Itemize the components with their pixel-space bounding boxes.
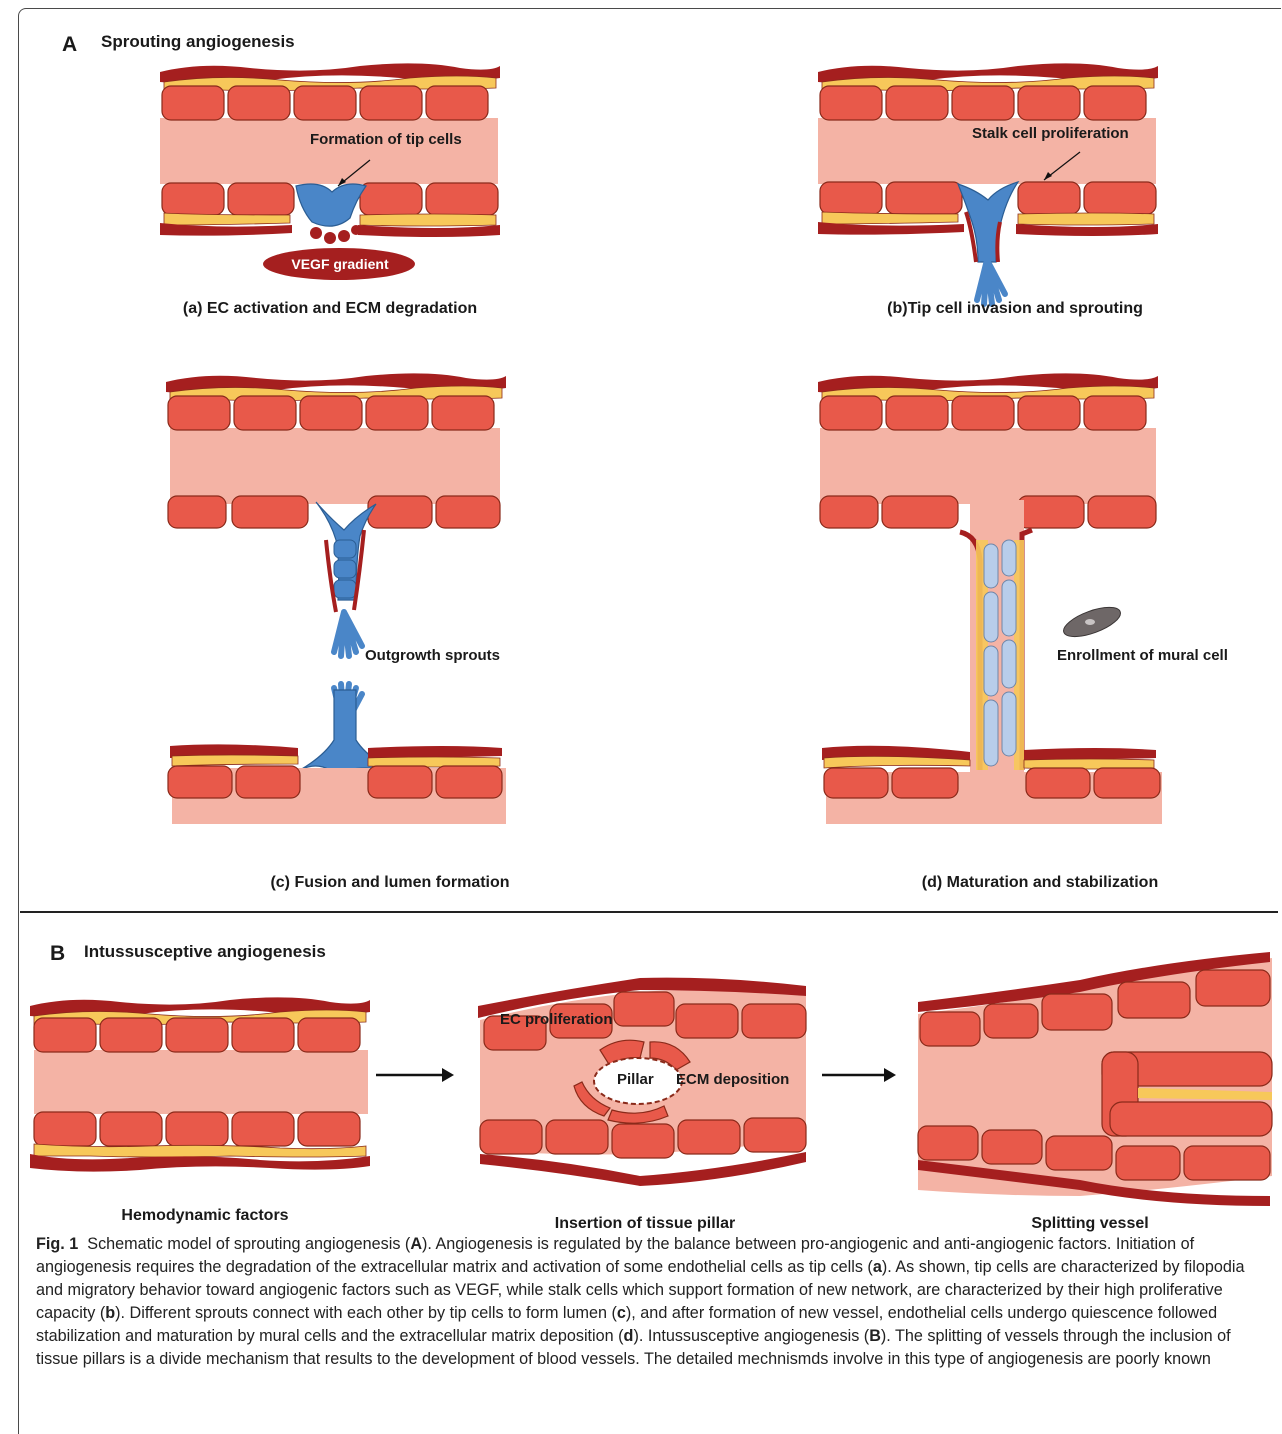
label-formation-tip-cells: Formation of tip cells [310,131,462,148]
vessel-a [160,63,500,280]
caption-step-d: (d) Maturation and stabilization [870,874,1210,892]
caption-ref-A: A [410,1235,422,1253]
panel-b-letter: B [50,942,65,966]
caption-step-b: (b)Tip cell invasion and sprouting [850,300,1180,318]
caption-ref-a: a [873,1258,882,1276]
vessel-b3 [918,952,1272,1206]
arrow-right-icon [822,1068,896,1082]
vessel-b [818,63,1158,304]
caption-ref-b: b [105,1304,115,1322]
label-ecm-deposition: ECM deposition [676,1071,789,1088]
panel-a-title: Sprouting angiogenesis [101,32,295,52]
vessel-b1 [30,997,370,1171]
caption-splitting-vessel: Splitting vessel [980,1215,1200,1233]
label-ec-proliferation: EC proliferation [500,1011,613,1028]
caption-hemodynamic: Hemodynamic factors [80,1207,330,1225]
caption-tissue-pillar: Insertion of tissue pillar [515,1215,775,1233]
caption-text-6: ). Intussusceptive angiogenesis ( [633,1327,869,1345]
caption-ref-c: c [617,1304,626,1322]
caption-text-4: ). Different sprouts connect with each o… [115,1304,617,1322]
label-outgrowth-sprouts: Outgrowth sprouts [365,647,500,664]
vessel-c [166,373,506,824]
label-vegf-gradient: VEGF gradient [290,256,390,272]
caption-text-1: Schematic model of sprouting angiogenesi… [87,1235,410,1253]
caption-ref-B: B [869,1327,881,1345]
arrow-right-icon [376,1068,454,1082]
figure-caption: Fig. 1 Schematic model of sprouting angi… [36,1233,1272,1371]
caption-ref-d: d [624,1327,634,1345]
label-enrollment-mural-cell: Enrollment of mural cell [1057,647,1228,664]
panel-divider [20,911,1278,913]
panel-b-title: Intussusceptive angiogenesis [84,942,326,962]
caption-step-c: (c) Fusion and lumen formation [220,874,560,892]
vessel-d [818,373,1162,824]
panel-a-letter: A [62,33,77,57]
label-pillar: Pillar [617,1071,654,1088]
label-stalk-cell-proliferation: Stalk cell proliferation [972,125,1129,142]
caption-step-a: (a) EC activation and ECM degradation [160,300,500,318]
figure-label: Fig. 1 [36,1235,78,1253]
